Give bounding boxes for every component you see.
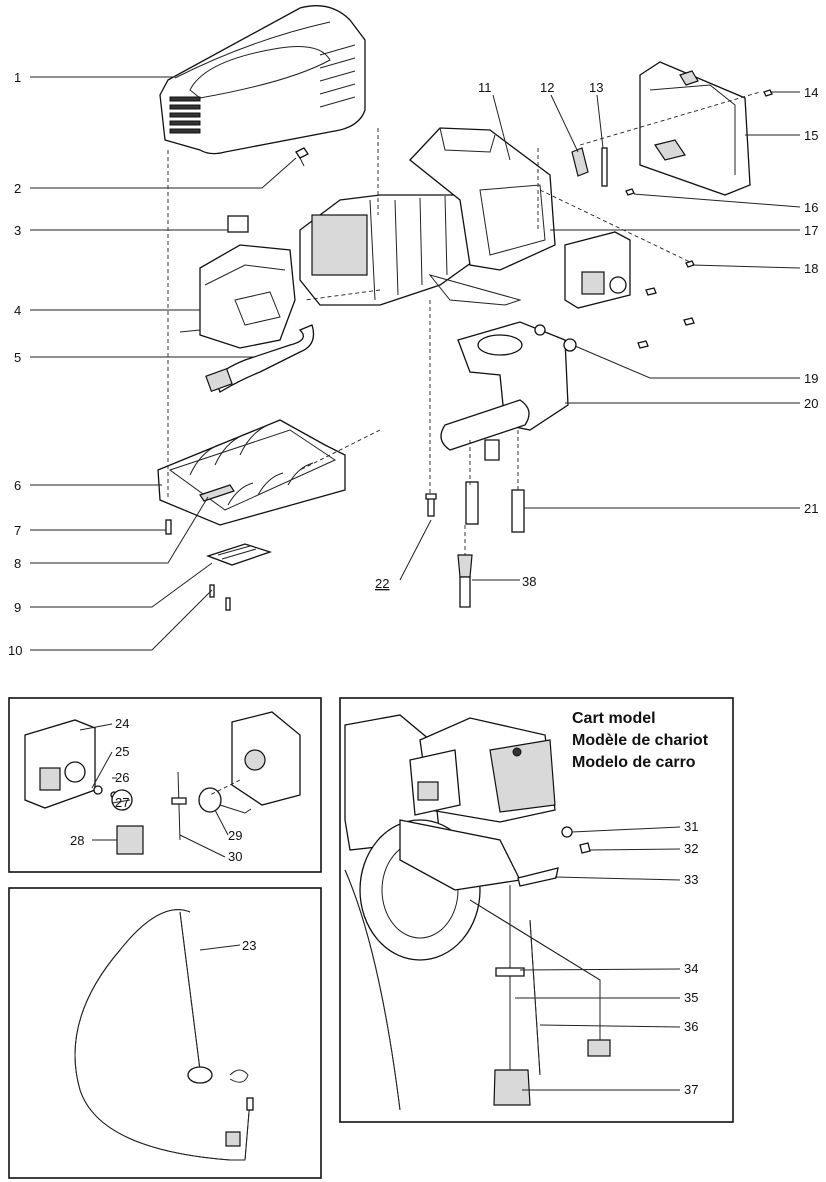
- label-23: 23: [242, 938, 256, 953]
- label-20: 20: [804, 396, 818, 411]
- label-15: 15: [804, 128, 818, 143]
- part-2-screw: [295, 147, 309, 167]
- label-11: 11: [478, 80, 492, 95]
- cart-title-es: Modelo de carro: [572, 754, 696, 771]
- label-28: 28: [70, 833, 84, 848]
- part-13-pin: [601, 147, 608, 187]
- label-25: 25: [115, 744, 129, 759]
- label-19: 19: [804, 371, 818, 386]
- label-29: 29: [228, 828, 242, 843]
- label-26: 26: [115, 770, 129, 785]
- part-8-clip: [199, 484, 235, 502]
- part-3-block: [227, 215, 249, 233]
- part-11-frame: [409, 127, 556, 271]
- label-8: 8: [14, 556, 21, 571]
- part-23-hose: [74, 909, 254, 1161]
- label-38: 38: [522, 574, 536, 589]
- part-10-screws: [209, 584, 231, 611]
- label-6: 6: [14, 478, 21, 493]
- cart-assembly-drawing: [344, 714, 611, 1111]
- cart-title-fr: Modèle de chariot: [572, 732, 709, 749]
- label-3: 3: [14, 223, 21, 238]
- leader-23: [199, 944, 241, 951]
- label-10: 10: [8, 643, 22, 658]
- part-15-rear-cover: [639, 61, 751, 196]
- main-labels: 1 2 3 4 5 6 7 8 9 10 11 12 13 14 15 16 1…: [8, 70, 818, 658]
- control-labels: 24 25 26 27 28 29 30: [70, 716, 242, 864]
- label-4: 4: [14, 303, 21, 318]
- label-12: 12: [540, 80, 554, 95]
- label-16: 16: [804, 200, 818, 215]
- label-22: 22: [375, 576, 389, 591]
- part-14-screw: [763, 89, 773, 97]
- part-12-bracket: [571, 147, 589, 177]
- hose-box: [8, 887, 322, 1179]
- motor-assembly: [299, 194, 522, 306]
- label-18: 18: [804, 261, 818, 276]
- label-30: 30: [228, 849, 242, 864]
- label-14: 14: [804, 85, 818, 100]
- assembly-guide-lines: [167, 91, 761, 555]
- label-33: 33: [684, 872, 698, 887]
- label-1: 1: [14, 70, 21, 85]
- label-2: 2: [14, 181, 21, 196]
- part-38-fitting: [457, 554, 473, 608]
- label-31: 31: [684, 819, 698, 834]
- label-27: 27: [115, 795, 129, 810]
- part-18-screw: [685, 260, 695, 268]
- label-21: 21: [804, 501, 818, 516]
- label-9: 9: [14, 600, 21, 615]
- cart-title-en: Cart model: [572, 710, 656, 727]
- cart-model-titles: Cart model Modèle de chariot Modelo de c…: [572, 710, 709, 771]
- label-36: 36: [684, 1019, 698, 1034]
- control-panel: [564, 231, 631, 309]
- label-24: 24: [115, 716, 129, 731]
- part-4-end-cover: [179, 244, 296, 349]
- control-parts-drawing: [24, 711, 301, 855]
- part-9-grille: [206, 543, 273, 566]
- label-35: 35: [684, 990, 698, 1005]
- cart-leaders: [515, 826, 681, 1091]
- cart-model-box: [339, 697, 734, 1123]
- label-13: 13: [589, 80, 603, 95]
- label-37: 37: [684, 1082, 698, 1097]
- part-6-base: [157, 419, 346, 526]
- loose-screws: [637, 287, 695, 349]
- label-34: 34: [684, 961, 698, 976]
- label-17: 17: [804, 223, 818, 238]
- part-20-pump-housing: [440, 321, 577, 461]
- part-5-power-cord: [205, 324, 315, 393]
- part-1-cover: [159, 5, 366, 155]
- leader-lines: [30, 76, 801, 651]
- label-32: 32: [684, 841, 698, 856]
- part-21-tie-rods: [465, 481, 525, 533]
- part-16-screw: [625, 188, 635, 196]
- control-leaders: [79, 723, 229, 858]
- cart-labels: 31 32 33 34 35 36 37: [684, 819, 698, 1097]
- control-parts-box: [8, 697, 322, 873]
- part-7-screw: [165, 519, 172, 535]
- label-5: 5: [14, 350, 21, 365]
- label-7: 7: [14, 523, 21, 538]
- part-22-screw: [425, 493, 437, 517]
